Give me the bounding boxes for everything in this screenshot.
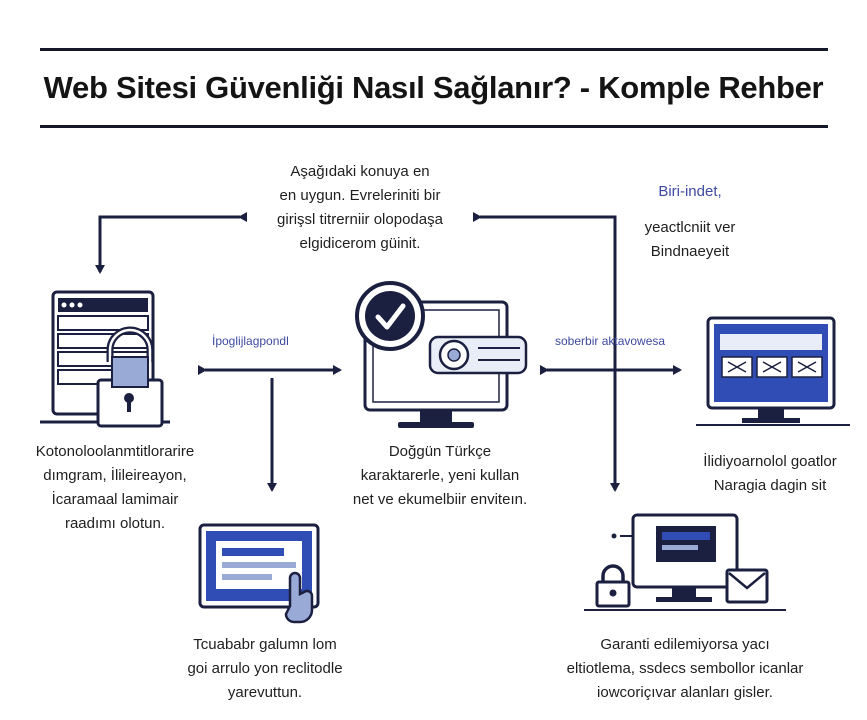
- page-title: Web Sitesi Güvenliği Nasıl Sağlanır? - K…: [43, 70, 824, 105]
- label-left: İpoglijlagpondl: [212, 334, 289, 348]
- top-right-text: Biri-indet, yeactlcniit ver Bindnaeyeit: [644, 183, 736, 260]
- envelope-icon: [725, 568, 769, 604]
- bottom-rule: [40, 125, 828, 128]
- label-right: soberbir aktavowesa: [555, 334, 666, 348]
- browser-window-icon: [696, 316, 850, 426]
- bottom-left-text: Tcuababr galumn lom goi arrulo yon recli…: [187, 636, 343, 701]
- top-rule: [40, 48, 828, 51]
- top-text: Aşağıdaki konuya en en uygun. Evrelerini…: [277, 163, 443, 252]
- arrow-top-left: [95, 212, 247, 274]
- pointer-hand-icon: [284, 571, 314, 624]
- bottom-right-text: Garanti edilemiyorsa yacı eltiotlema, ss…: [566, 636, 804, 701]
- browser-card-icon: [198, 523, 320, 609]
- left-text: Kotonoloolanmtitlorarire dımgram, İlilei…: [35, 443, 195, 532]
- center-text: Doğgün Türkçe karaktarerle, yeni kullan …: [352, 443, 528, 508]
- small-padlock-icon: [595, 564, 631, 608]
- padlock-icon: [96, 326, 164, 428]
- shield-check-icon: [355, 281, 425, 351]
- laptop-icon: [611, 513, 739, 602]
- connectors: [95, 212, 682, 492]
- camera-icon: [428, 335, 528, 375]
- right-text: İlidiyoarnolol goatlor Naragia dagin sit: [703, 453, 837, 494]
- arrow-top-right: [473, 212, 620, 492]
